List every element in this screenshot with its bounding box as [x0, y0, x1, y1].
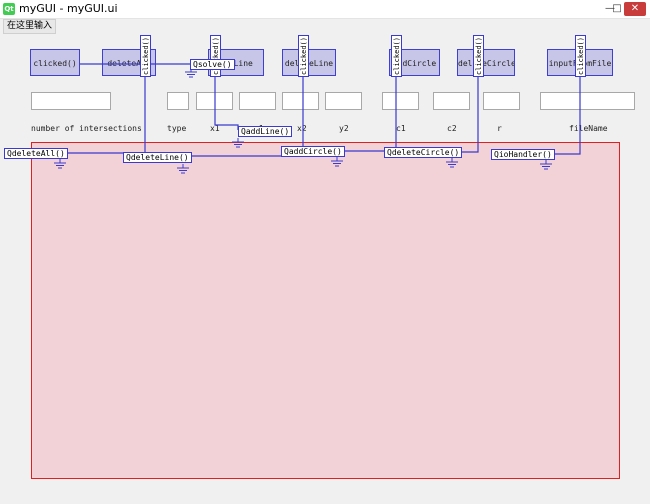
c2-input[interactable]: [433, 92, 470, 110]
slot-qaddcircle[interactable]: QaddCircle(): [281, 146, 345, 157]
menu-type-here[interactable]: 在这里输入: [3, 19, 57, 34]
c2-label: c2: [447, 124, 457, 133]
ground-icon-add-circle: [331, 157, 343, 167]
signal-clicked-input-from-file[interactable]: clicked(): [575, 35, 586, 77]
ground-icon-io-handler: [540, 160, 552, 170]
x1-label: x1: [210, 124, 220, 133]
signal-clicked-delete-circle[interactable]: clicked(): [473, 35, 484, 77]
filename-label: fileName: [569, 124, 608, 133]
x2-label: x2: [297, 124, 307, 133]
x2-input[interactable]: [282, 92, 319, 110]
intersections-label: number of intersections: [31, 124, 142, 133]
signal-clicked-add-line[interactable]: clicked(): [210, 35, 221, 77]
delete-circle-button[interactable]: deleteCircle: [457, 49, 515, 76]
close-button[interactable]: ✕: [624, 2, 646, 16]
minimize-button[interactable]: —: [605, 3, 615, 14]
c1-input[interactable]: [382, 92, 419, 110]
qt-logo-icon: Qt: [3, 3, 15, 15]
intersections-output[interactable]: [31, 92, 111, 110]
slot-qdeleteall[interactable]: QdeleteAll(): [4, 148, 68, 159]
connection-io-handler: [546, 47, 581, 155]
signal-clicked-delete-all[interactable]: clicked(): [140, 35, 151, 77]
type-input[interactable]: [167, 92, 189, 110]
r-label: r: [497, 124, 502, 133]
slot-qiohandler[interactable]: QioHandler(): [491, 149, 555, 160]
filename-input[interactable]: [540, 92, 635, 110]
menubar: 在这里输入: [0, 19, 650, 34]
connection-delete-all: [60, 47, 146, 154]
slot-qdeleteline[interactable]: QdeleteLine(): [123, 152, 192, 163]
ground-icon-delete-circle: [446, 158, 458, 168]
maximize-button[interactable]: □: [612, 3, 622, 14]
connection-lines: [54, 47, 581, 174]
y2-input[interactable]: [325, 92, 362, 110]
type-label: type: [167, 124, 187, 133]
form-editor: clicked() deleteAll addLine deleteLine a…: [0, 32, 650, 504]
connection-solve: [80, 63, 192, 68]
ground-icon-add-line: [232, 138, 244, 148]
signal-clicked-add-circle[interactable]: clicked(): [391, 35, 402, 77]
r-input[interactable]: [483, 92, 520, 110]
connection-add-circle: [337, 47, 397, 152]
window-titlebar: Qt myGUI - myGUI.ui — □ ✕: [0, 0, 650, 19]
y2-label: y2: [339, 124, 349, 133]
slot-qsolve[interactable]: Qsolve(): [190, 59, 235, 70]
slot-qaddline[interactable]: QaddLine(): [238, 126, 293, 137]
window-title: myGUI - myGUI.ui: [19, 2, 118, 15]
signal-clicked-delete-line[interactable]: clicked(): [298, 35, 309, 77]
slot-qdeletecircle[interactable]: QdeleteCircle(): [384, 147, 463, 158]
solve-button[interactable]: clicked(): [30, 49, 80, 76]
ground-icon-delete-line: [177, 164, 189, 174]
drawing-canvas[interactable]: [31, 142, 620, 479]
c1-label: c1: [396, 124, 406, 133]
y1-input[interactable]: [239, 92, 276, 110]
ground-icon-delete-all: [54, 159, 66, 169]
